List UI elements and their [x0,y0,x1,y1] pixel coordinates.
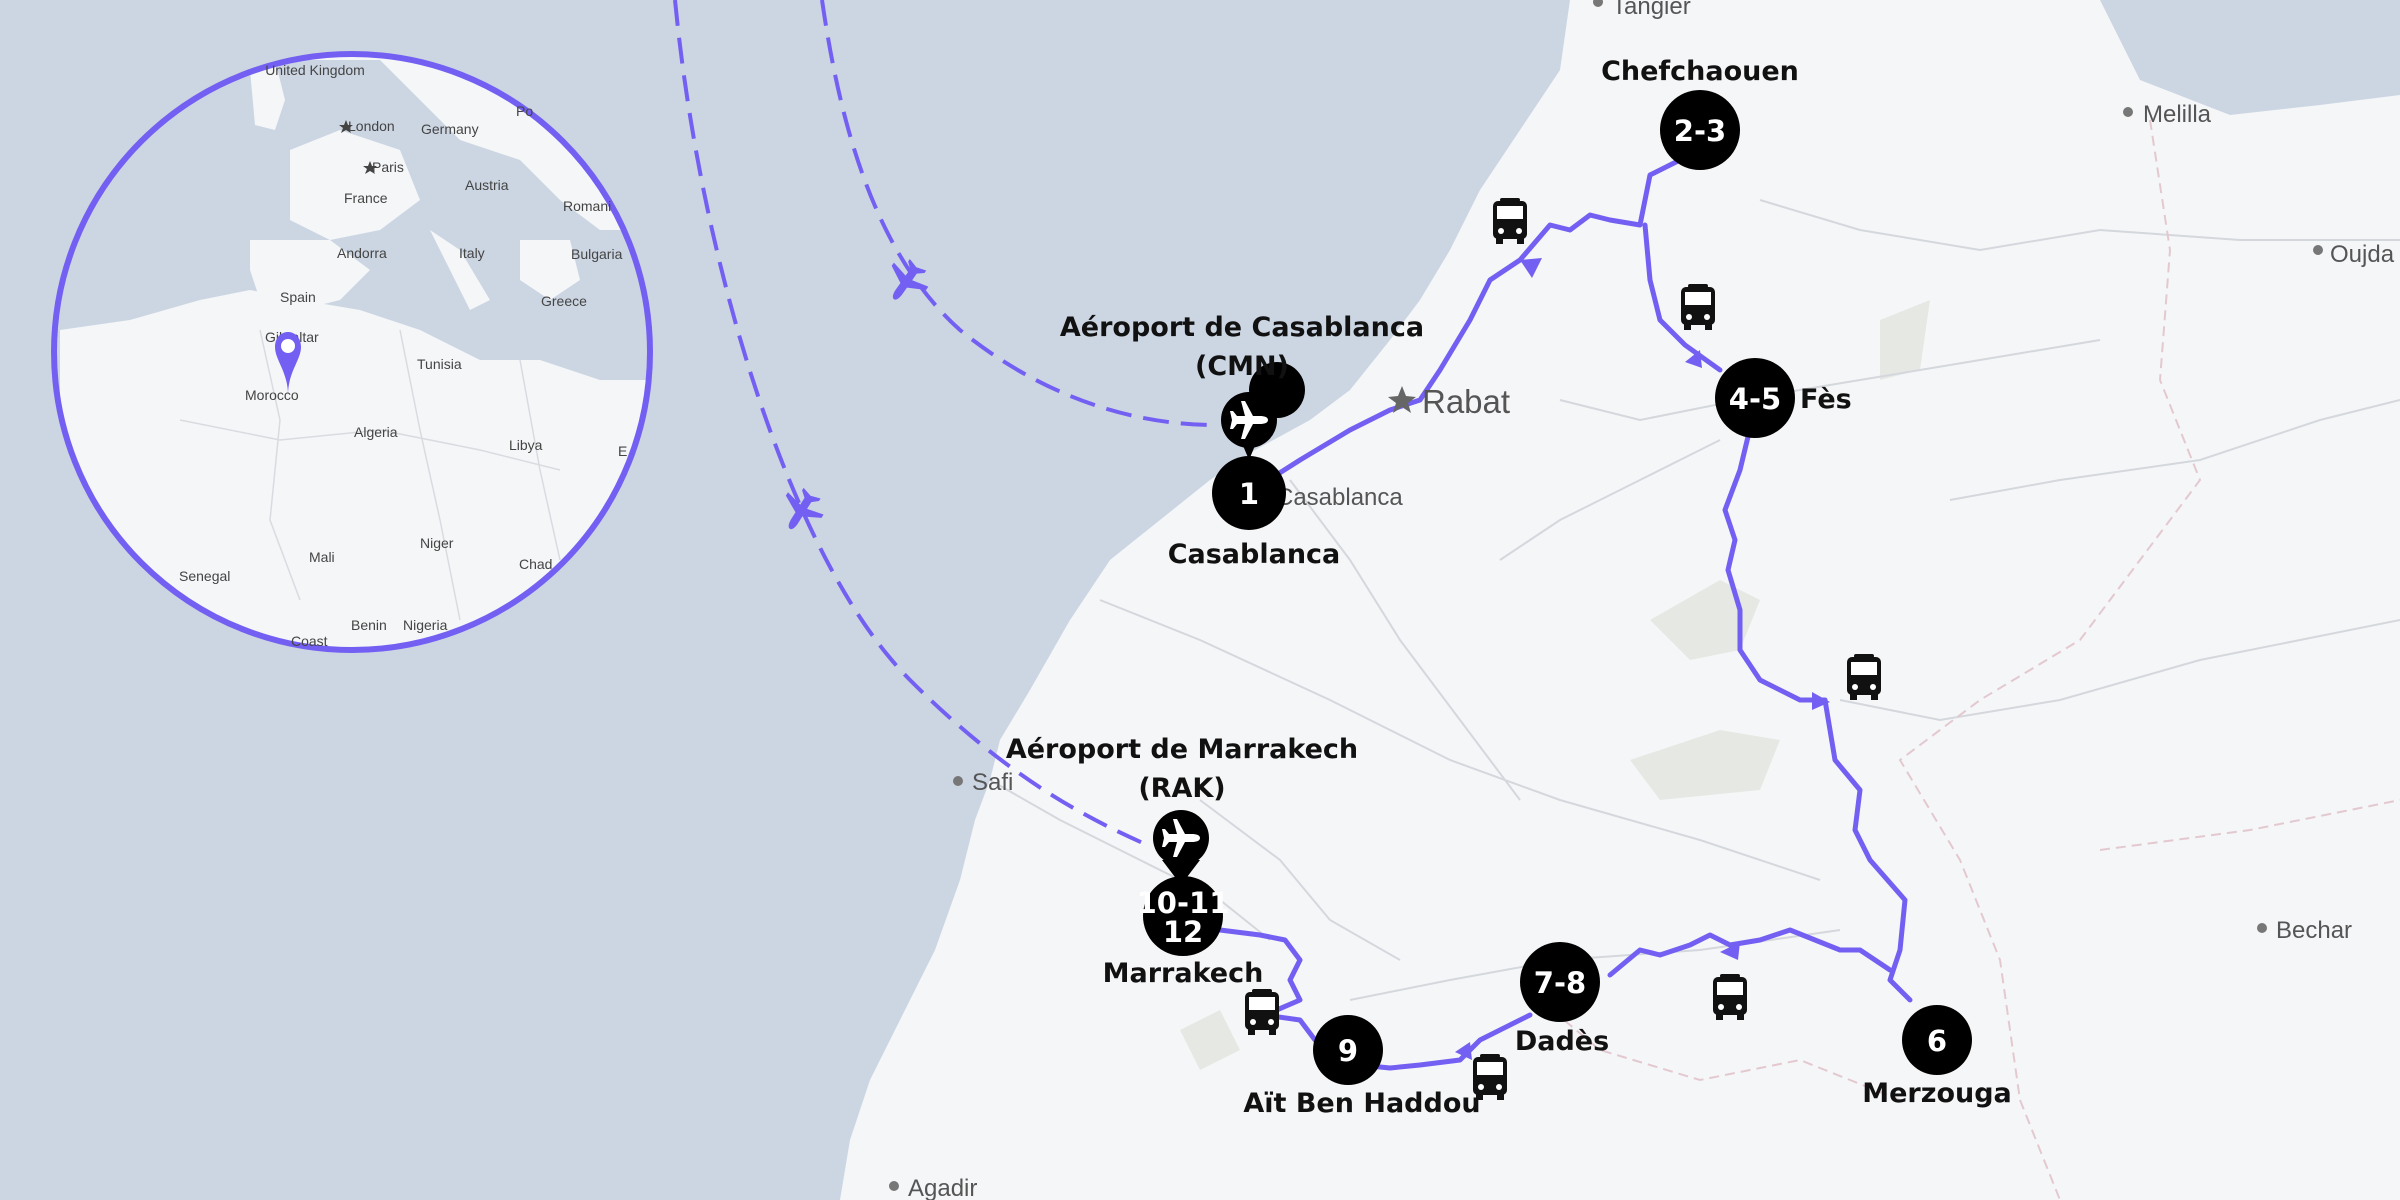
stop-number: 6 [1927,1024,1947,1058]
inset-label-coast: Coast [291,633,328,649]
inset-label-benin: Benin [351,617,387,633]
inset-label-italy: Italy [459,245,485,261]
city-melilla: Melilla [2143,101,2212,128]
terrain-shading [1180,300,1930,1070]
inset-label-uk: United Kingdom [265,62,365,78]
inset-label-chad: Chad [519,556,552,572]
inset-label-london: London [348,118,395,134]
city-oujda: Oujda [2330,241,2395,268]
inset-label-andorra: Andorra [337,245,387,261]
stop-number: 2-3 [1674,114,1726,148]
city-safi: Safi [972,769,1013,796]
stop-dades[interactable]: 7-8 Dadès [1515,942,1609,1057]
inset-label-austria: Austria [465,177,509,193]
city-labels: Tangier Rabat Casablanca Safi Agadir Mel… [889,0,2395,1200]
bus-icon [1681,284,1715,330]
flight-paths [673,0,1216,849]
city-casablanca: Casablanca [1276,484,1403,511]
inset-label-paris: Paris [372,159,404,175]
airport-casablanca[interactable]: Aéroport de Casablanca (CMN) [1060,312,1424,460]
airport-code: (RAK) [1138,773,1225,804]
airport-marrakech[interactable]: Aéroport de Marrakech (RAK) [1006,734,1358,885]
bus-icon [1847,654,1881,700]
city-tangier: Tangier [1612,0,1691,20]
inset-label-senegal: Senegal [179,568,230,584]
airport-name: Aéroport de Marrakech [1006,734,1358,765]
stop-number: 1 [1239,477,1259,511]
inset-label-greece: Greece [541,293,587,309]
stop-ait-ben-haddou[interactable]: 9 Aït Ben Haddou [1243,1015,1481,1119]
route-arrows [1455,258,1830,1060]
inset-label-germany: Germany [421,121,479,137]
inset-label-pol: Po [516,103,533,119]
city-agadir: Agadir [908,1175,977,1200]
stop-name: Aït Ben Haddou [1243,1088,1480,1119]
bus-icon [1493,198,1527,244]
stop-name: Casablanca [1168,539,1341,570]
inset-label-morocco: Morocco [245,387,299,403]
city-bechar: Bechar [2276,917,2352,944]
stop-name: Marrakech [1103,958,1264,989]
road-network [989,199,2400,1001]
inset-label-tunisia: Tunisia [417,356,462,372]
stop-number: 7-8 [1534,966,1586,1000]
city-rabat: Rabat [1422,383,1510,420]
inset-capital-stars [339,120,377,174]
inset-label-libya: Libya [509,437,543,453]
stop-number: 10-11 [1137,886,1230,920]
land [840,0,2400,1200]
stop-name: Fès [1800,384,1852,415]
bus-icon [1245,989,1279,1035]
stop-chefchaouen[interactable]: 2-3 Chefchaouen [1601,56,1799,170]
location-pin-icon [275,332,301,395]
stop-casablanca[interactable]: 1 Casablanca [1168,456,1341,570]
airport-name: Aéroport de Casablanca [1060,312,1424,343]
borders [1539,119,2400,1200]
bus-icon [1713,974,1747,1020]
stop-name: Merzouga [1862,1078,2012,1109]
inset-label-france: France [344,190,388,206]
stop-number: 12 [1163,915,1203,949]
stop-name: Chefchaouen [1601,56,1799,87]
inset-label-niger: Niger [420,535,454,551]
stop-number: 9 [1338,1034,1358,1068]
inset-locator-map: United Kingdom London Germany Po Paris A… [51,51,653,653]
inset-label-spain: Spain [280,289,316,305]
inset-label-mali: Mali [309,549,335,565]
inset-label-romania: Romani [563,198,611,214]
inset-label-bulgaria: Bulgaria [571,246,623,262]
inset-label-nigeria: Nigeria [403,617,448,633]
stop-marrakech[interactable]: 10-11 12 Marrakech [1103,876,1264,989]
airport-code: (CMN) [1195,351,1289,382]
stop-number: 4-5 [1729,382,1781,416]
stop-fes[interactable]: 4-5 Fès [1715,358,1852,438]
inset-label-algeria: Algeria [354,424,398,440]
inset-label-eg: E [618,443,627,459]
capital-star-icon [1388,386,1416,413]
stop-name: Dadès [1515,1026,1609,1057]
stop-merzouga[interactable]: 6 Merzouga [1862,1005,2012,1109]
